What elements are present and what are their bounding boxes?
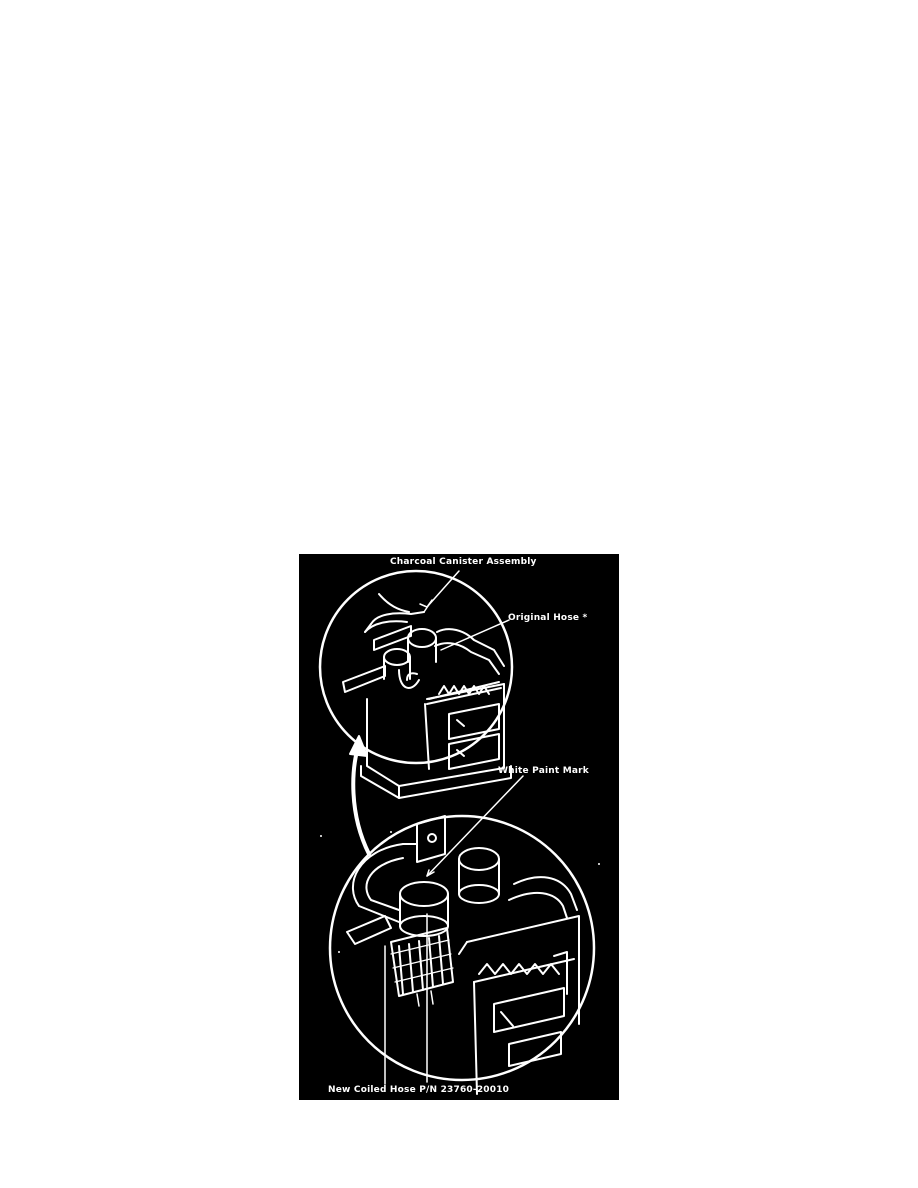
mounting-bracket (402, 815, 446, 863)
label-charcoal-canister: Charcoal Canister Assembly (390, 557, 537, 567)
canister-hose-diagram: Charcoal Canister Assembly Original Hose… (299, 554, 619, 1100)
canister-ports-lower (399, 847, 578, 937)
specks (320, 831, 600, 953)
upper-detail-circle (318, 569, 514, 765)
leader-lines (419, 570, 524, 1083)
hose-loop (346, 843, 404, 945)
label-new-coiled-hose: New Coiled Hose P/N 23760-20010 (328, 1085, 510, 1095)
new-coiled-hose (384, 927, 454, 1085)
label-white-paint-mark: White Paint Mark (498, 766, 589, 776)
lower-detail-circle (328, 814, 596, 1082)
original-hose (342, 593, 505, 693)
transition-arrow (349, 735, 371, 856)
canister-top-ribs (426, 681, 502, 705)
diagram-drawing (318, 569, 600, 1095)
label-original-hose: Original Hose * (508, 613, 588, 623)
canister-body-lower (458, 915, 580, 1095)
